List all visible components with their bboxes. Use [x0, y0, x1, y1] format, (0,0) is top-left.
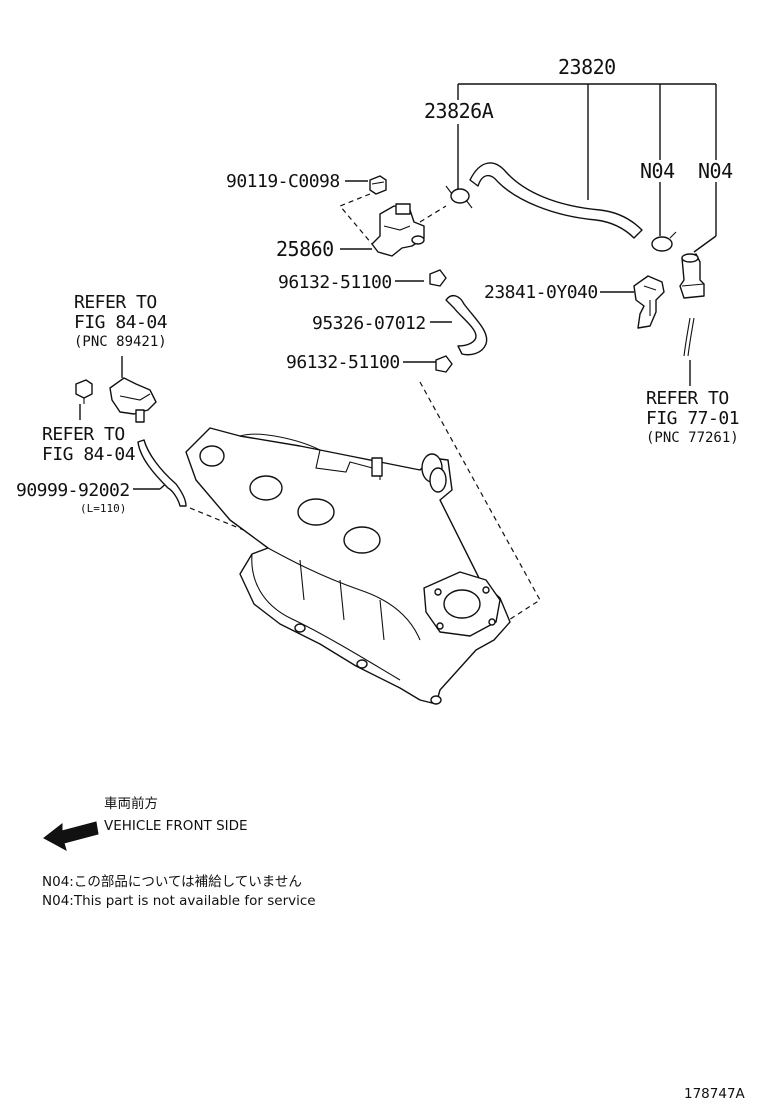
leader-23820 [457, 83, 717, 200]
label-96132-51100-upper: 96132-51100 [278, 272, 392, 293]
hose-under-connector [683, 317, 695, 357]
sensor-left [75, 377, 157, 423]
ref3-line1: REFER TO [646, 388, 729, 409]
label-23826A: 23826A [424, 99, 494, 123]
clip-n04-left [651, 231, 677, 252]
ref1-line3: (PNC 89421) [74, 334, 167, 350]
intake-manifold [185, 427, 511, 705]
label-96132-51100-lower: 96132-51100 [286, 352, 400, 373]
ref3-line2: FIG 77-01 [646, 408, 739, 429]
label-n04-right: N04 [698, 159, 733, 183]
figure-id: 178747A [684, 1086, 746, 1102]
clip-23826A [445, 185, 473, 209]
front-arrow-icon [43, 821, 99, 852]
bolt-90119 [369, 175, 387, 195]
ref1-line1: REFER TO [74, 292, 157, 313]
hose-23820 [469, 162, 643, 239]
hose-90999 [137, 439, 187, 507]
hose-95326 [445, 294, 488, 356]
ref1-line2: FIG 84-04 [74, 312, 167, 333]
label-23841-0Y040: 23841-0Y040 [484, 282, 598, 303]
label-90119-C0098: 90119-C0098 [226, 171, 340, 192]
ref3-line3: (PNC 77261) [646, 430, 739, 446]
ref2-line2: FIG 84-04 [42, 444, 135, 465]
vsv-25860 [371, 203, 425, 257]
direction-en: VEHICLE FRONT SIDE [104, 818, 248, 834]
label-n04-left: N04 [640, 159, 675, 183]
direction-jp: 車両前方 [104, 795, 158, 812]
note-en: N04:This part is not available for servi… [42, 893, 316, 909]
label-23820: 23820 [558, 55, 616, 79]
clamp-96132-upper [429, 269, 447, 287]
bracket-23841 [633, 275, 665, 329]
connector-n04-right [679, 253, 705, 299]
note-jp: N04:この部品については補給していません [42, 874, 302, 890]
leader-lines [79, 124, 717, 490]
label-90999-length: (L=110) [80, 502, 126, 515]
label-95326-07012: 95326-07012 [312, 313, 426, 334]
label-25860: 25860 [276, 237, 334, 261]
clamp-96132-lower [435, 355, 453, 373]
ref2-line1: REFER TO [42, 424, 125, 445]
label-90999-92002: 90999-92002 [16, 480, 130, 501]
